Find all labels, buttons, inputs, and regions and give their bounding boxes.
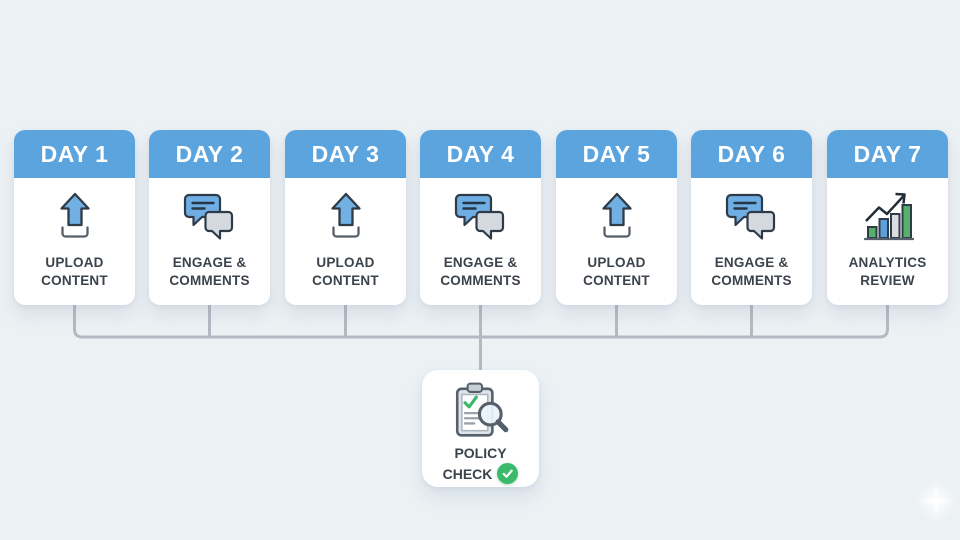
day-card-task: ENGAGE & COMMENTS: [440, 255, 521, 288]
day-card-6: DAY 6 ENGAGE & COMMENTS: [691, 130, 812, 305]
policy-check-card: POLICY CHECK: [422, 370, 539, 487]
day-card-2: DAY 2 ENGAGE & COMMENTS: [149, 130, 270, 305]
day-card-task: ANALYTICS REVIEW: [848, 255, 927, 288]
day-card-task: UPLOAD CONTENT: [41, 255, 108, 288]
day-card-title: DAY 5: [556, 130, 677, 178]
policy-check-icon: [450, 381, 512, 439]
comments-icon: [453, 187, 509, 245]
day-card-title: DAY 2: [149, 130, 270, 178]
analytics-icon: [862, 187, 914, 245]
upload-icon: [593, 187, 641, 245]
day-card-task: ENGAGE & COMMENTS: [169, 255, 250, 288]
day-card-task: ENGAGE & COMMENTS: [711, 255, 792, 288]
policy-label-line2: CHECK: [442, 465, 493, 482]
day-card-title: DAY 1: [14, 130, 135, 178]
day-card-task: UPLOAD CONTENT: [312, 255, 379, 288]
day-card-title: DAY 4: [420, 130, 541, 178]
policy-label-line1: POLICY: [454, 445, 507, 461]
day-card-4: DAY 4 ENGAGE & COMMENTS: [420, 130, 541, 305]
day-card-title: DAY 7: [827, 130, 948, 178]
day-card-7: DAY 7 ANALYTICS REVIEW: [827, 130, 948, 305]
upload-icon: [322, 187, 370, 245]
policy-check-label: POLICY CHECK: [442, 443, 519, 485]
day-card-3: DAY 3 UPLOAD CONTENT: [285, 130, 406, 305]
day-card-title: DAY 3: [285, 130, 406, 178]
upload-icon: [51, 187, 99, 245]
comments-icon: [182, 187, 238, 245]
day-card-title: DAY 6: [691, 130, 812, 178]
comments-icon: [724, 187, 780, 245]
day-card-5: DAY 5 UPLOAD CONTENT: [556, 130, 677, 305]
check-badge-icon: [497, 463, 519, 485]
day-card-task: UPLOAD CONTENT: [583, 255, 650, 288]
day-card-1: DAY 1 UPLOAD CONTENT: [14, 130, 135, 305]
